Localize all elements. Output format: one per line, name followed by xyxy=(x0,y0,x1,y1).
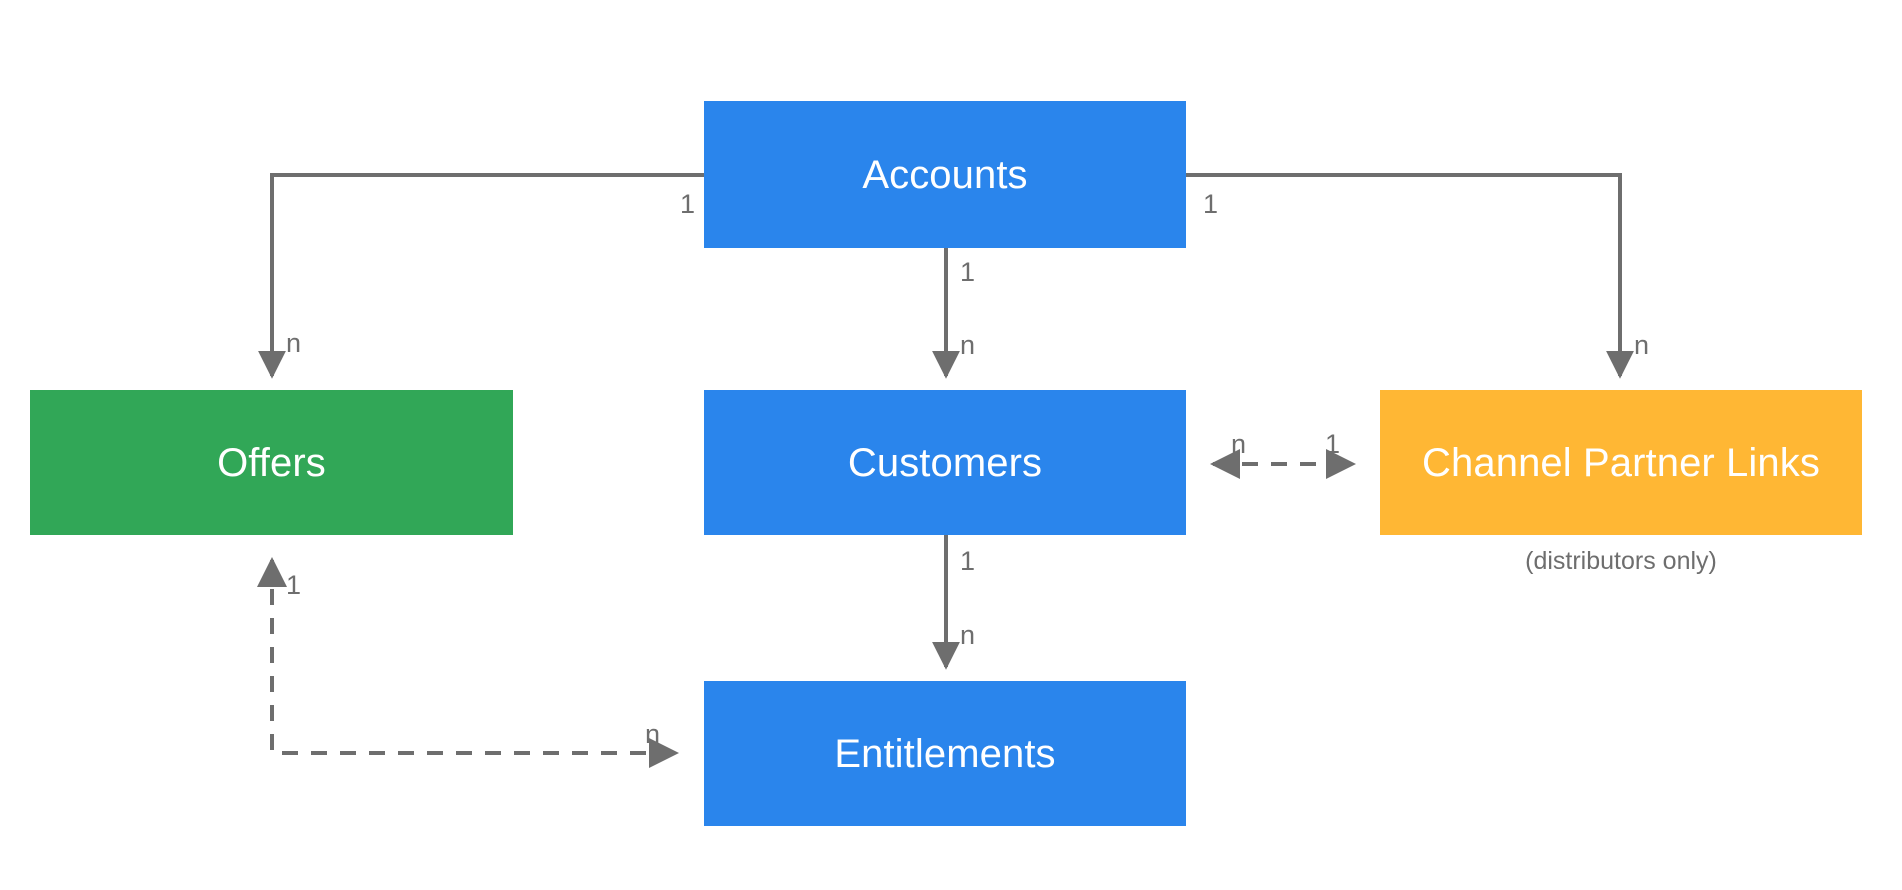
edge-label-accounts-channel-partner-links-target: n xyxy=(1634,330,1650,360)
edge-label-accounts-channel-partner-links-source: 1 xyxy=(1203,189,1219,219)
node-accounts-label: Accounts xyxy=(862,152,1028,197)
edge-label-customers-entitlements-target: n xyxy=(960,620,976,650)
edge-label-offers-entitlements-target: n xyxy=(645,719,661,749)
node-channel-partner-links-label: Channel Partner Links xyxy=(1422,440,1820,485)
edge-accounts-channel-partner-links xyxy=(1186,173,1634,379)
node-channel-partner-links-caption: (distributors only) xyxy=(1525,547,1717,575)
node-channel-partner-links[interactable]: Channel Partner Links xyxy=(1380,390,1862,535)
edge-label-customers-channel-partner-links-source: n xyxy=(1231,429,1247,459)
node-offers-label: Offers xyxy=(217,440,326,485)
edge-label-accounts-customers-target: n xyxy=(960,330,976,360)
edge-label-accounts-customers-source: 1 xyxy=(960,257,976,287)
node-offers[interactable]: Offers xyxy=(30,390,513,535)
edge-label-accounts-offers-target: n xyxy=(286,328,302,358)
node-customers[interactable]: Customers xyxy=(704,390,1186,535)
node-entitlements-label: Entitlements xyxy=(834,731,1056,776)
node-entitlements[interactable]: Entitlements xyxy=(704,681,1186,826)
edge-accounts-offers xyxy=(258,173,704,379)
edge-label-customers-entitlements-source: 1 xyxy=(960,546,976,576)
edge-label-accounts-offers-source: 1 xyxy=(680,189,696,219)
node-customers-label: Customers xyxy=(847,440,1043,485)
edge-offers-entitlements xyxy=(257,557,679,768)
edge-label-offers-entitlements-source: 1 xyxy=(286,570,302,600)
node-accounts[interactable]: Accounts xyxy=(704,101,1186,248)
edge-label-customers-channel-partner-links-target: 1 xyxy=(1325,429,1341,459)
